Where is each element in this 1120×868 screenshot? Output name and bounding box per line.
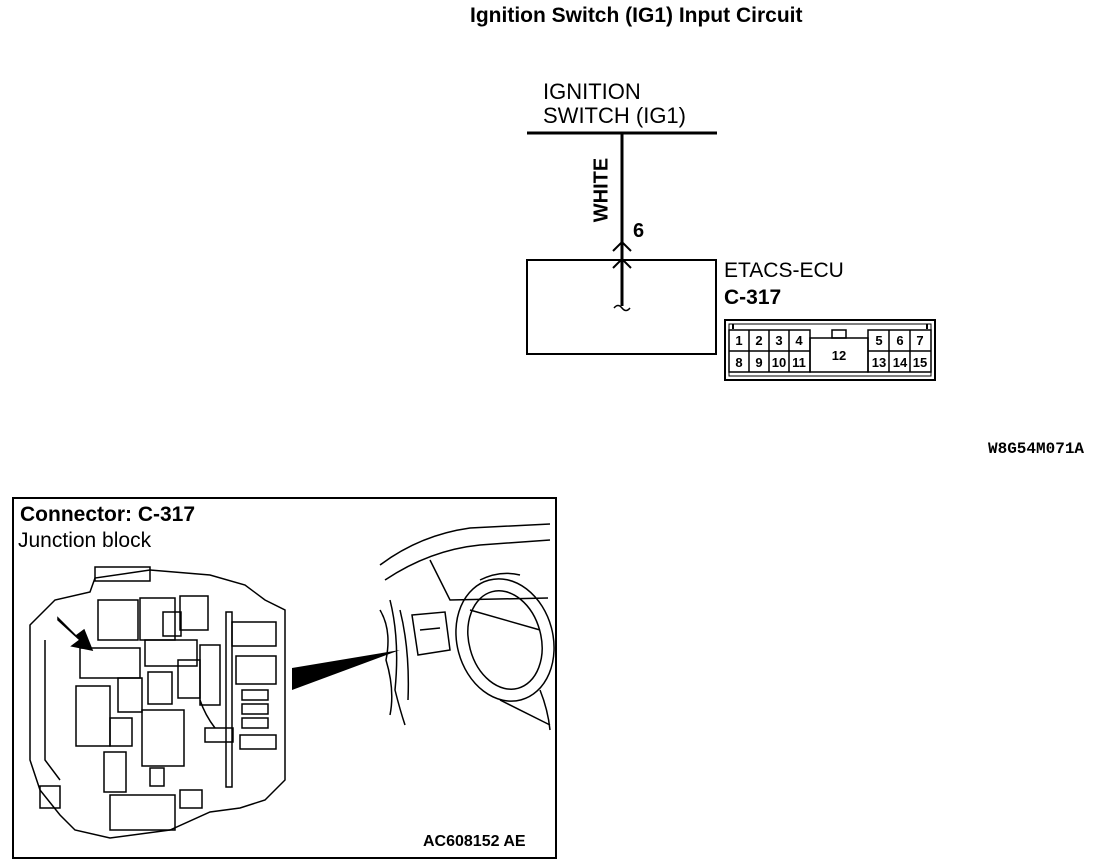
pin-5: 5 [875,333,882,348]
panel-subtitle: Junction block [18,529,152,552]
figure-code-bottom: AC608152 AE [423,833,526,850]
pin-8: 8 [735,355,742,370]
dashboard-illustration [379,523,555,731]
connector-face: 1 2 3 4 5 6 7 8 9 10 11 12 13 14 15 [724,319,936,381]
ecu-connector-id: C-317 [724,286,782,309]
ecu-box [526,259,717,355]
ignition-switch-label: IGNITION SWITCH (IG1) [543,80,686,128]
location-pointer [292,650,400,690]
pin-13: 13 [872,355,886,370]
wire-end-squiggle [613,304,631,312]
pin-15: 15 [913,355,927,370]
junction-block-illustration [29,566,286,839]
pin-9: 9 [755,355,762,370]
pin-11: 11 [792,355,806,370]
pin-14: 14 [893,355,908,370]
ignition-switch-line2: SWITCH (IG1) [543,103,686,128]
ignition-switch-line1: IGNITION [543,79,641,104]
pin-1: 1 [735,333,742,348]
diagram-title: Ignition Switch (IG1) Input Circuit [470,4,803,27]
pin-12: 12 [832,348,846,363]
pin-3: 3 [775,333,782,348]
figure-code-top: W8G54M071A [988,440,1085,458]
wire-color-label: WHITE [590,157,613,223]
connector-location-panel [12,497,557,859]
panel-title: Connector: C-317 [20,503,196,526]
pin-6: 6 [896,333,903,348]
ecu-name: ETACS-ECU [724,259,844,282]
pin-7: 7 [916,333,923,348]
pin-10: 10 [772,355,786,370]
terminal-pin-number: 6 [633,220,645,242]
pin-4: 4 [795,333,803,348]
pin-2: 2 [755,333,762,348]
terminal-arrow-upper [612,240,632,252]
